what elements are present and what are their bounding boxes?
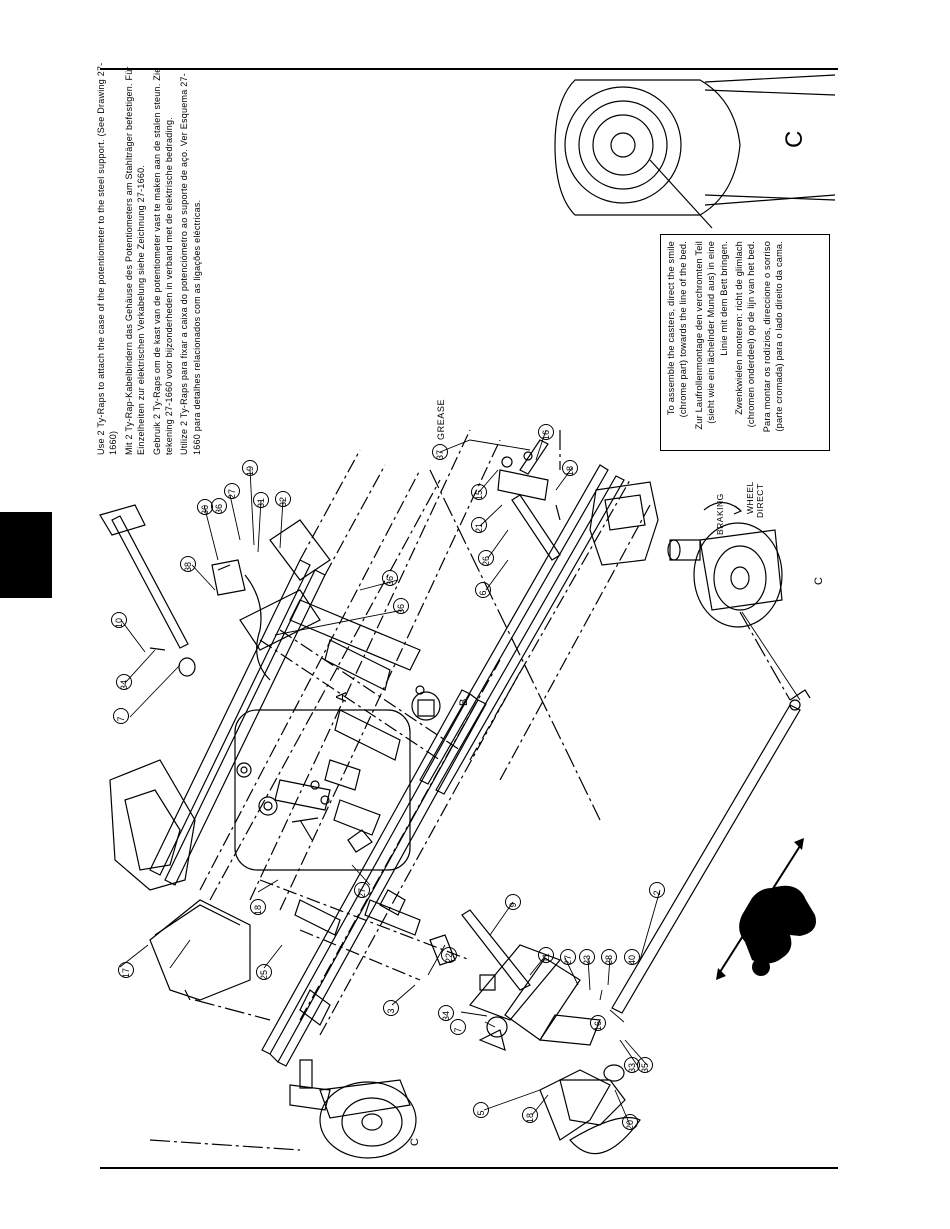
lower-link-parts xyxy=(429,909,641,1155)
callout-10: 10 xyxy=(114,618,124,628)
callout-36-a: 36 xyxy=(200,505,210,515)
callout-27-mid: 27 xyxy=(357,888,367,898)
instruction-german: Mit 2 Ty-Rap-Kabelbindern das Gehäuse de… xyxy=(123,66,147,455)
callout-20: 20 xyxy=(625,1120,635,1130)
upper-frame xyxy=(109,429,501,911)
callout-37: 37 xyxy=(435,450,445,460)
braking-label: BRAKING xyxy=(715,493,725,535)
callout-7-upper: 7 xyxy=(116,716,126,721)
callout-bubbles xyxy=(111,424,665,1130)
callout-27-lower: 27 xyxy=(563,955,573,965)
caster-note-german: Zur Laufrollenmontage den verchromten Te… xyxy=(693,241,729,430)
callout-22: 22 xyxy=(444,953,454,963)
right-caster-wheel xyxy=(667,522,783,628)
instruction-portuguese: Utilize 2 Ty-Raps para fixar a caixa do … xyxy=(179,72,202,455)
bottom-rule xyxy=(100,1167,838,1169)
direct-label: DIRECT xyxy=(755,483,765,518)
callout-36-d: 36 xyxy=(396,604,406,614)
right-side-rail xyxy=(419,464,659,795)
push-rod-2 xyxy=(611,689,811,1014)
callout-16-upper: 16 xyxy=(541,430,551,440)
callout-31: 31 xyxy=(256,498,266,508)
callout-23: 23 xyxy=(582,955,592,965)
brake-pedal-parts xyxy=(497,439,561,561)
detail-a-letter: A xyxy=(333,692,350,702)
detail-c-caster-view xyxy=(554,74,836,229)
callout-18-left: 18 xyxy=(253,905,263,915)
callout-40: 40 xyxy=(627,955,637,965)
callout-18-lower: 18 xyxy=(525,1113,535,1123)
callout-9: 9 xyxy=(508,902,518,907)
callout-2: 2 xyxy=(652,890,662,895)
callout-36-b: 36 xyxy=(214,504,224,514)
callout-28: 28 xyxy=(604,955,614,965)
cross-members xyxy=(259,599,471,981)
leader-lines xyxy=(119,429,801,1126)
caster-assembly-note: To assemble the casters, direct the smil… xyxy=(660,234,830,451)
top-rule xyxy=(100,68,838,70)
braking-arrow-head xyxy=(733,505,743,515)
callout-25: 25 xyxy=(259,970,269,980)
callout-7-lower: 7 xyxy=(453,1027,463,1032)
callout-5: 5 xyxy=(476,1110,486,1115)
callout-32: 32 xyxy=(278,497,288,507)
upper-rod-10 xyxy=(99,504,196,677)
caster-c-left-letter: C xyxy=(409,1138,421,1146)
callout-27-top: 27 xyxy=(227,489,237,499)
caster-note-english: To assemble the casters, direct the smil… xyxy=(666,241,689,418)
callout-17: 17 xyxy=(121,968,131,978)
potentiometer-38 xyxy=(211,559,271,681)
hand-push-symbol xyxy=(716,838,816,980)
callout-15: 15 xyxy=(474,490,484,500)
grease-label: GREASE xyxy=(436,399,446,440)
left-side-rail xyxy=(261,659,521,1067)
callout-11: 11 xyxy=(541,953,551,962)
callout-34-lower: 34 xyxy=(441,1011,451,1021)
diagram-labels: GREASE BRAKING WHEEL DIRECT A B C C C xyxy=(333,131,825,1146)
panel-17 xyxy=(149,899,251,1001)
left-caster-wheel xyxy=(289,1059,417,1159)
callout-16-lower: 16 xyxy=(593,1021,603,1031)
callout-34-upper: 34 xyxy=(119,680,129,690)
callout-26: 26 xyxy=(481,556,491,566)
callout-21: 21 xyxy=(474,523,484,533)
section-tab xyxy=(0,512,52,598)
caster-note-dutch: Zwenkwielen monteren: richt de glimlach … xyxy=(734,241,757,428)
guide-lines xyxy=(149,430,791,1151)
caster-c-right-letter: C xyxy=(813,577,825,585)
wheel-label: WHEEL xyxy=(745,481,755,514)
callout-3: 3 xyxy=(386,1008,396,1013)
callout-33: 33 xyxy=(627,1063,637,1073)
instruction-dutch: Gebruik 2 Ty-Raps om de kast van de pote… xyxy=(151,67,175,455)
callout-6: 6 xyxy=(478,590,488,595)
instruction-english: Use 2 Ty-Raps to attach the case of the … xyxy=(96,62,119,455)
detail-c-letter: C xyxy=(781,131,808,148)
callout-18-right: 18 xyxy=(565,466,575,476)
callout-numbers: 2 3 5 6 7 7 9 10 11 15 16 16 17 18 18 18… xyxy=(114,430,662,1130)
detail-b-part xyxy=(411,685,441,721)
potentiometer-instructions: Use 2 Ty-Raps to attach the case of the … xyxy=(95,55,206,455)
callout-38: 38 xyxy=(183,562,193,572)
caster-note-spanish: Para montar os rodízios, direccione o so… xyxy=(761,241,785,433)
detail-a-frame xyxy=(234,709,411,871)
callout-19: 19 xyxy=(245,466,255,476)
callout-35: 35 xyxy=(640,1063,650,1073)
detail-a-parts xyxy=(236,759,381,853)
detail-b-letter: B xyxy=(458,699,470,706)
callout-36-c: 36 xyxy=(385,576,395,586)
